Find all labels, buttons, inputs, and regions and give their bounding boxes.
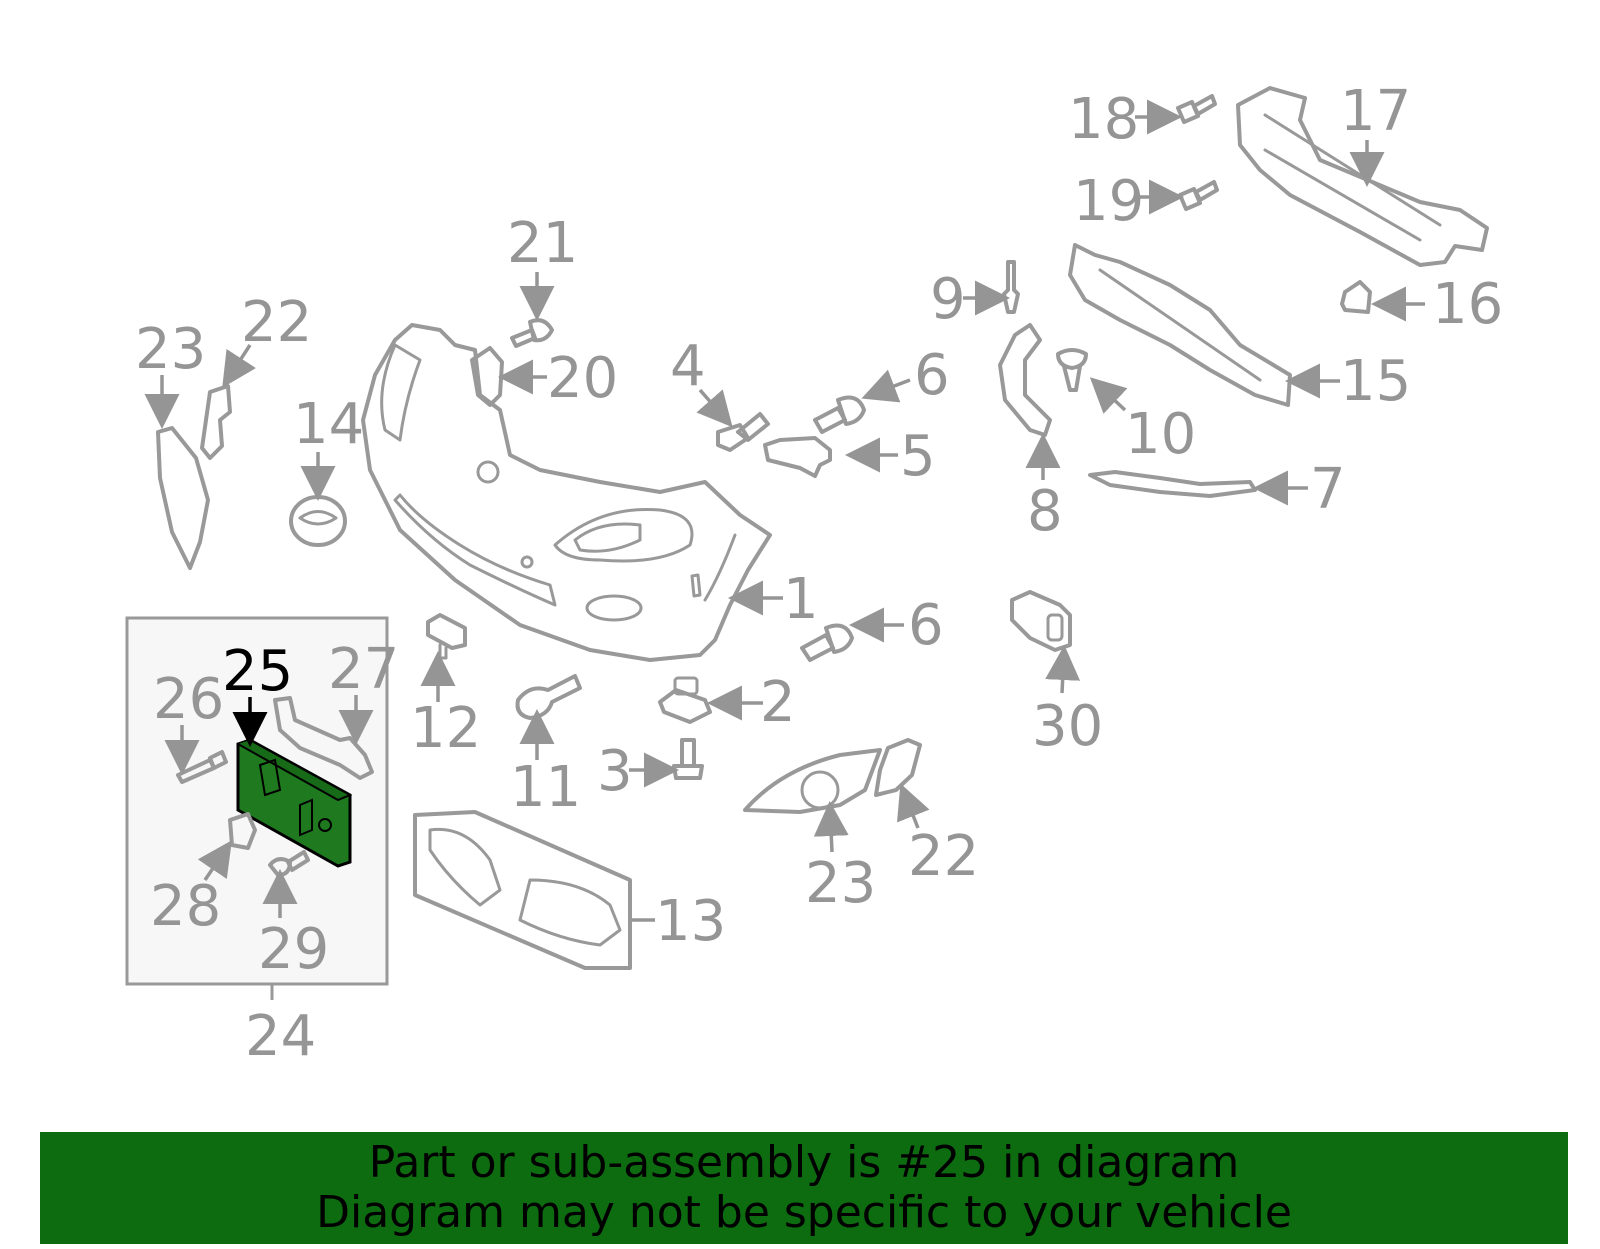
callout-22b: 22 xyxy=(908,824,979,889)
part-18-bolt xyxy=(1176,94,1217,124)
callout-8: 8 xyxy=(1027,479,1063,544)
part-30-connector xyxy=(1010,590,1072,652)
part-14-emblem xyxy=(289,495,347,547)
callout-23b: 23 xyxy=(805,851,876,916)
part-19-bolt xyxy=(1178,180,1219,211)
part-8-side-bracket xyxy=(998,323,1052,437)
callout-27: 27 xyxy=(328,637,399,702)
callout-12: 12 xyxy=(410,696,481,761)
part-11-fastener xyxy=(515,674,582,720)
parts-diagram: 1 2 3 4 5 6 6 7 8 9 10 11 12 13 14 15 16… xyxy=(125,79,1503,1069)
part-20-bracket xyxy=(470,346,504,407)
part-3-bolt xyxy=(672,738,704,780)
part-9-pin xyxy=(1002,260,1020,314)
part-10-push-clip xyxy=(1056,348,1088,392)
part-4-bolt xyxy=(716,412,770,452)
part-23b-fog-housing xyxy=(743,748,882,814)
part-12-tow-cover xyxy=(426,613,467,660)
part-13-grille xyxy=(413,810,632,970)
callout-22a: 22 xyxy=(241,290,312,355)
callout-23a: 23 xyxy=(135,317,206,382)
info-banner: Part or sub-assembly is #25 in diagram D… xyxy=(40,1132,1568,1244)
callout-24: 24 xyxy=(245,1004,316,1069)
callout-20: 20 xyxy=(547,346,618,411)
callout-6a: 6 xyxy=(914,343,950,408)
banner-line-1: Part or sub-assembly is #25 in diagram xyxy=(368,1137,1240,1188)
callout-16: 16 xyxy=(1432,272,1503,337)
callout-9: 9 xyxy=(930,267,966,332)
part-27-bracket xyxy=(273,696,374,780)
leader-arrows xyxy=(144,99,1425,922)
callout-11: 11 xyxy=(510,755,581,820)
callout-30: 30 xyxy=(1032,694,1103,759)
callout-29: 29 xyxy=(258,917,329,982)
banner-line-2: Diagram may not be specific to your vehi… xyxy=(316,1187,1292,1238)
callout-21: 21 xyxy=(507,211,578,276)
part-23a-housing xyxy=(156,426,210,570)
part-6a-bolt xyxy=(813,395,866,434)
part-16-clip xyxy=(1340,280,1372,314)
callout-3: 3 xyxy=(597,739,633,804)
callout-14: 14 xyxy=(293,392,364,457)
callout-18: 18 xyxy=(1068,87,1139,152)
callout-2: 2 xyxy=(760,670,796,735)
callout-4: 4 xyxy=(670,334,706,399)
callout-28: 28 xyxy=(150,874,221,939)
callout-26: 26 xyxy=(153,667,224,732)
part-2-clip xyxy=(658,676,712,724)
callout-7: 7 xyxy=(1310,457,1346,522)
callout-17: 17 xyxy=(1340,79,1411,144)
callout-13: 13 xyxy=(655,889,726,954)
part-5-bracket xyxy=(763,436,832,478)
part-22b-bracket xyxy=(874,738,922,797)
callout-10: 10 xyxy=(1125,402,1196,467)
part-15-absorber xyxy=(1068,243,1292,407)
callout-5: 5 xyxy=(900,424,936,489)
part-7-trim-strip xyxy=(1088,470,1257,498)
part-22a-bracket xyxy=(200,384,232,460)
callout-6b: 6 xyxy=(908,593,944,658)
callout-19: 19 xyxy=(1073,169,1144,234)
callout-1: 1 xyxy=(783,567,819,632)
callout-25: 25 xyxy=(222,639,293,704)
callout-15: 15 xyxy=(1340,349,1411,414)
part-21-bolt xyxy=(510,318,554,348)
